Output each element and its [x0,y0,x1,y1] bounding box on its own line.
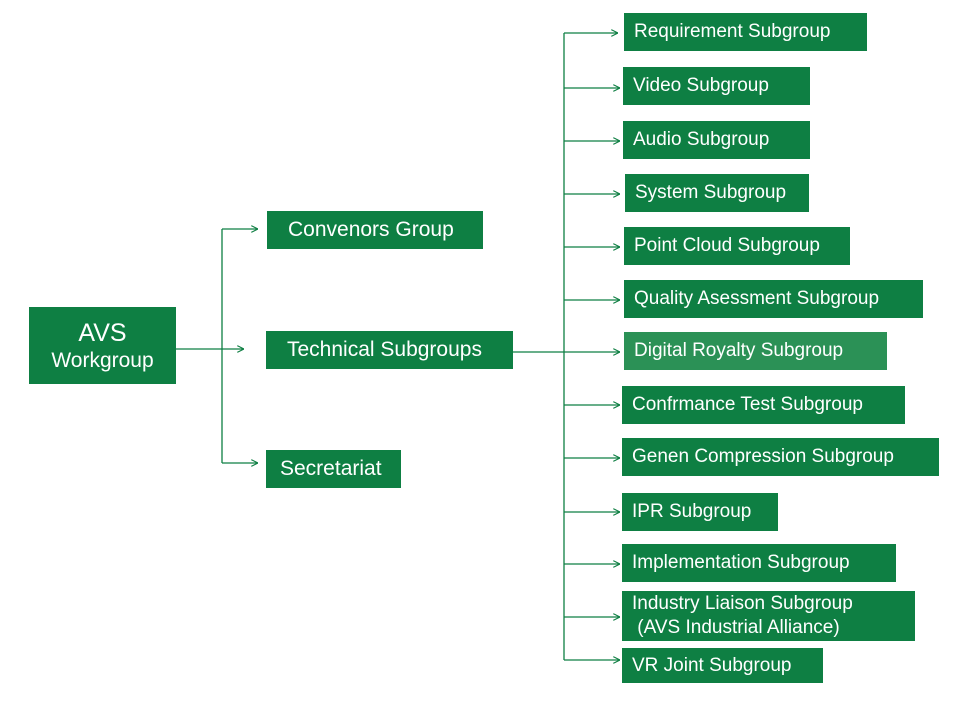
subgroup-label: Industry Liaison Subgroup [632,593,853,614]
genen-compression-subgroup-box: Genen Compression Subgroup [622,438,939,476]
root-subtitle: Workgroup [51,348,154,372]
quality-assessment-subgroup-box: Quality Asessment Subgroup [624,280,923,318]
subgroup-label: Point Cloud Subgroup [634,235,820,256]
subgroup-label: Implementation Subgroup [632,552,850,573]
group-label: Technical Subgroups [287,338,482,361]
subgroup-label: Requirement Subgroup [634,21,831,42]
subgroup-label: Video Subgroup [633,75,769,96]
system-subgroup-box: System Subgroup [625,174,809,212]
avs-workgroup-box: AVS Workgroup [29,307,176,384]
subgroup-label: Genen Compression Subgroup [632,446,894,467]
digital-royalty-subgroup-box: Digital Royalty Subgroup [624,332,887,370]
group-label: Secretariat [280,457,382,480]
ipr-subgroup-box: IPR Subgroup [622,493,778,531]
subgroup-label: System Subgroup [635,182,787,203]
audio-subgroup-box: Audio Subgroup [623,121,810,159]
subgroup-label: Digital Royalty Subgroup [634,340,844,361]
industry-liaison-subgroup-box: Industry Liaison Subgroup (AVS Industria… [622,591,915,641]
group-label: Convenors Group [288,218,454,241]
root-title: AVS [78,318,127,347]
subgroup-label: Quality Asessment Subgroup [634,288,880,309]
subgroup-label: IPR Subgroup [632,501,752,522]
technical-subgroups-box: Technical Subgroups [266,331,513,369]
secretariat-box: Secretariat [266,450,401,488]
point-cloud-subgroup-box: Point Cloud Subgroup [624,227,850,265]
conformance-test-subgroup-box: Confrmance Test Subgroup [622,386,905,424]
convenors-group-box: Convenors Group [267,211,483,249]
video-subgroup-box: Video Subgroup [623,67,810,105]
subgroup-label: Audio Subgroup [633,129,770,150]
subgroup-label: VR Joint Subgroup [632,654,792,676]
subgroup-label: Confrmance Test Subgroup [632,394,863,415]
subgroup-label-line2: (AVS Industrial Alliance) [632,617,840,638]
implementation-subgroup-box: Implementation Subgroup [622,544,896,582]
requirement-subgroup-box: Requirement Subgroup [624,13,867,51]
vr-joint-subgroup-box: VR Joint Subgroup [622,648,823,683]
